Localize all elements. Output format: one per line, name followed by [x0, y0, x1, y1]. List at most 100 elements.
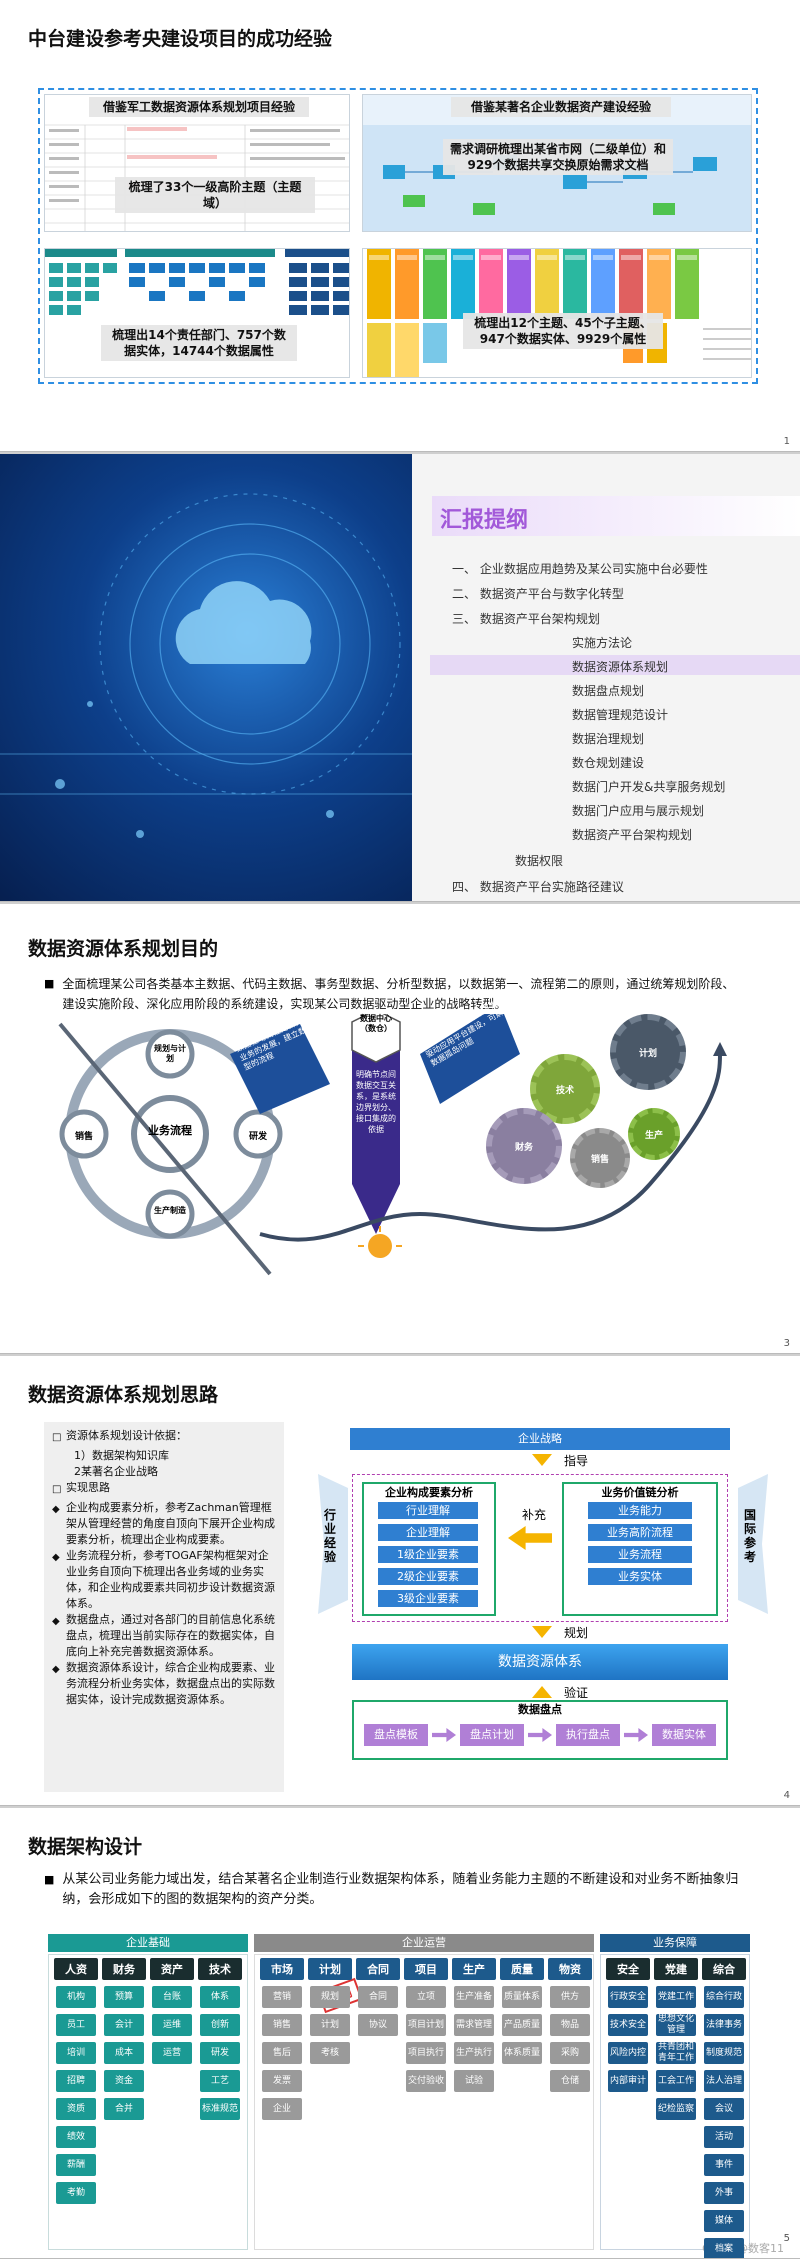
category-cell: 项目执行	[406, 2042, 446, 2064]
page-number: 1	[783, 436, 790, 447]
supplement-label: 补充	[522, 1508, 547, 1522]
category-cell: 思想文化管理	[656, 2014, 696, 2036]
page-number: 4	[783, 1790, 790, 1801]
gear-finance: 财务	[486, 1108, 562, 1184]
column-header: 物资	[548, 1958, 592, 1980]
section-basic: 企业基础	[48, 1934, 248, 1952]
approach-list: □资源体系规划设计依据： 1）数据架构知识库 2某著名企业战略 □实现思路 ◆企…	[44, 1422, 284, 1792]
agenda-item[interactable]: 实施方法论	[572, 636, 633, 650]
agenda-highlight-row	[430, 655, 800, 675]
agenda-item[interactable]: 二、 数据资产平台与数字化转型	[452, 587, 624, 601]
cycle-center-label: 业务流程	[148, 1124, 192, 1137]
category-cell: 创新	[200, 2014, 240, 2036]
category-cell: 档案	[704, 2238, 744, 2258]
column-header: 人资	[54, 1958, 98, 1980]
inventory-step: 盘点模板	[364, 1724, 428, 1746]
reference-frame	[38, 88, 758, 384]
category-cell: 规划	[310, 1986, 350, 2008]
elements-item: 企业理解	[378, 1524, 478, 1541]
panel-4-caption: 梳理出12个主题、45个子主题、947个数据实体、9929个属性	[463, 313, 663, 349]
category-cell: 技术安全	[608, 2014, 648, 2036]
category-cell: 会议	[704, 2098, 744, 2120]
category-cell: 标准规范	[200, 2098, 240, 2120]
category-cell: 培训	[56, 2042, 96, 2064]
cloud-tech-image	[0, 454, 412, 901]
section-ops: 企业运营	[254, 1934, 594, 1952]
architecture-text: 从某公司业务能力域出发，结合某著名企业制造行业数据架构体系，随着业务能力主题的不…	[62, 1872, 739, 1907]
agenda-item[interactable]: 数据盘点规划	[572, 684, 645, 698]
basic-area	[48, 1954, 248, 2250]
industry-label: 行业经验	[324, 1508, 337, 1564]
category-cell: 生产执行	[454, 2042, 494, 2064]
agenda-item[interactable]: 一、 企业数据应用趋势及某公司实施中台必要性	[452, 562, 708, 576]
agenda-heading: 汇报提纲	[440, 508, 529, 533]
category-cell: 运维	[152, 2014, 192, 2036]
category-cell: 综合行政	[704, 1986, 744, 2008]
slide-3-title: 数据资源体系规划目的	[28, 938, 219, 960]
agenda-item[interactable]: 三、 数据资产平台架构规划	[452, 612, 600, 626]
purpose-bullet: ■ 全面梳理某公司各类基本主数据、代码主数据、事务型数据、分析型数据，以数据第一…	[44, 974, 744, 1014]
strategy-box: 企业战略	[350, 1428, 730, 1450]
category-cell: 工艺	[200, 2070, 240, 2092]
agenda-heading-bar	[432, 496, 800, 536]
center-arrow-text: 明确节点间数据交互关系，是系统边界划分、接口集成的依据	[356, 1070, 396, 1134]
agenda-item[interactable]: 数据治理规划	[572, 732, 645, 746]
approach-item: ◆数据资源体系设计，综合企业构成要素、业务流程分析业务实体，数据盘点出的实际数据…	[52, 1661, 275, 1706]
category-cell: 会计	[104, 2014, 144, 2036]
inventory-step: 执行盘点	[556, 1724, 620, 1746]
category-cell: 工会工作	[656, 2070, 696, 2092]
category-cell: 考核	[310, 2042, 350, 2064]
category-cell: 需求管理	[454, 2014, 494, 2036]
value-item: 业务实体	[588, 1568, 692, 1585]
category-cell: 合并	[104, 2098, 144, 2120]
category-cell: 机构	[56, 1986, 96, 2008]
agenda-item[interactable]: 数据门户应用与展示规划	[572, 804, 705, 818]
category-cell: 合同	[358, 1986, 398, 2008]
guide-arrow	[532, 1454, 552, 1466]
agenda-item[interactable]: 数仓规划建设	[572, 756, 645, 770]
category-cell: 共青团和青年工作	[656, 2042, 696, 2064]
elements-item: 行业理解	[378, 1502, 478, 1519]
agenda-item[interactable]: 数据门户开发&共享服务规划	[572, 780, 726, 794]
gear-plan: 计划	[610, 1014, 686, 1090]
category-cell: 资金	[104, 2070, 144, 2092]
panel-2-caption: 需求调研梳理出某省市网（二级单位）和929个数据共享交换原始需求文档	[443, 139, 673, 175]
agenda-item[interactable]: 数据资产平台架构规划	[572, 828, 693, 842]
cycle-node-production: 生产制造	[154, 1206, 186, 1215]
approach-item: 2某著名企业战略	[74, 1465, 158, 1478]
slide-1-title: 中台建设参考央建设项目的成功经验	[28, 28, 333, 50]
agenda-item[interactable]: 四、 数据资产平台实施路径建议	[452, 880, 624, 894]
purpose-diagram	[58, 1014, 727, 1276]
intl-label: 国际参考	[744, 1508, 757, 1564]
column-header: 技术	[198, 1958, 242, 1980]
agenda-item[interactable]: 数据资源体系规划	[572, 660, 669, 674]
agenda-item[interactable]: 数据权限	[515, 854, 564, 868]
category-cell: 企业	[262, 2098, 302, 2120]
elements-item: 3级企业要素	[378, 1590, 478, 1607]
category-cell: 考勤	[56, 2182, 96, 2204]
theme-grid-thumbnail	[367, 249, 751, 377]
approach-item: □资源体系规划设计依据：	[52, 1429, 187, 1443]
section-guard: 业务保障	[600, 1934, 750, 1952]
column-header: 项目	[404, 1958, 448, 1980]
column-header: 安全	[606, 1958, 650, 1980]
category-cell: 售后	[262, 2042, 302, 2064]
category-cell: 仓储	[550, 2070, 590, 2092]
slide-4: 数据资源体系规划思路 □资源体系规划设计依据： 1）数据架构知识库 2某著名企业…	[0, 1356, 800, 1806]
slide-1: 中台建设参考央建设项目的成功经验 借鉴军工数据资源体系规划项目经验 梳理了33个…	[0, 0, 800, 452]
category-cell: 薪酬	[56, 2154, 96, 2176]
cycle-node-sales: 销售	[74, 1132, 93, 1142]
analysis-frame	[352, 1474, 728, 1622]
panel-1-caption: 梳理了33个一级高阶主题（主题域）	[115, 177, 315, 213]
center-label: 数据中心（数仓）	[360, 1014, 392, 1033]
purpose-text: 全面梳理某公司各类基本主数据、代码主数据、事务型数据、分析型数据，以数据第一、流…	[62, 977, 735, 1011]
category-cell: 生产准备	[454, 1986, 494, 2008]
inventory-step: 盘点计划	[460, 1724, 524, 1746]
guard-area	[600, 1954, 750, 2250]
agenda-item[interactable]: 数据管理规范设计	[572, 708, 669, 722]
category-cell: 运营	[152, 2042, 192, 2064]
panel-enterprise: 借鉴某著名企业数据资产建设经验 需求调研梳理出某省市网（二级单位）和929个数据…	[362, 94, 752, 232]
column-header: 市场	[260, 1958, 304, 1980]
cycle-node-plan: 规划与计划	[154, 1044, 186, 1063]
elements-title: 企业构成要素分析	[385, 1486, 473, 1499]
